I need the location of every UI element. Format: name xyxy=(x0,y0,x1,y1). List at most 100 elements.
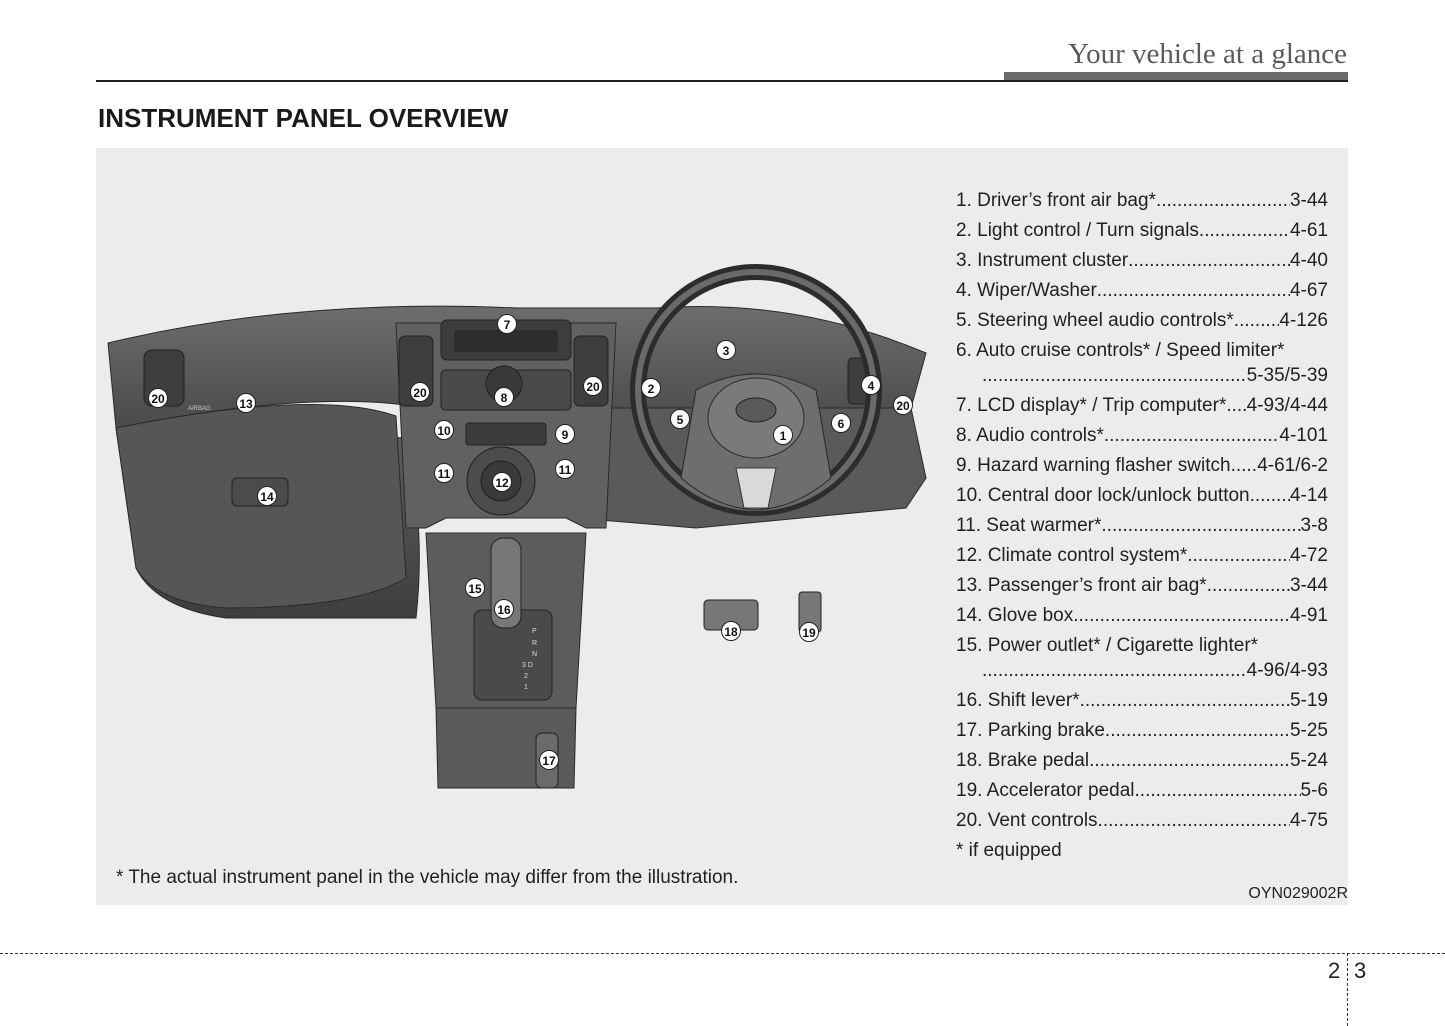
gear-label-d: 3 D xyxy=(522,662,533,669)
legend-item-page: 5-19 xyxy=(1289,689,1328,711)
callout-2: 2 xyxy=(641,378,661,398)
legend-item-page: 3-8 xyxy=(1300,515,1328,537)
leader-dots xyxy=(1226,391,1246,421)
legend-item-label: 16. Shift lever* xyxy=(956,689,1080,711)
gear-label-r: R xyxy=(532,640,537,647)
callout-15: 15 xyxy=(465,578,485,598)
legend-item-page: 3-44 xyxy=(1289,190,1328,211)
callout-11-left: 11 xyxy=(434,463,454,483)
legend-item-label: 9. Hazard warning flasher switch xyxy=(956,454,1231,476)
gear-label-p: P xyxy=(532,628,537,635)
legend-item: 14. Glove box4-91 xyxy=(956,601,1328,631)
legend-item: 19. Accelerator pedal 5-6 xyxy=(956,776,1328,806)
footer-dashed-rule xyxy=(0,953,1445,954)
legend-item: 11. Seat warmer* 3-8 xyxy=(956,511,1328,541)
airbag-label: AIRBAG xyxy=(188,406,211,412)
legend-item-label: 10. Central door lock/unlock button xyxy=(956,484,1250,506)
legend-item: 1. Driver’s front air bag* 3-44 xyxy=(956,186,1328,216)
leader-dots xyxy=(1105,716,1290,746)
legend-item-page: 4-93/4-44 xyxy=(1246,394,1328,416)
leader-dots xyxy=(1135,776,1301,806)
leader-dots xyxy=(1101,511,1300,541)
callout-20-far-left: 20 xyxy=(148,388,168,408)
legend-item-page: 4-72 xyxy=(1289,545,1328,567)
legend-item-label: 4. Wiper/Washer xyxy=(956,280,1097,302)
legend-item: 18. Brake pedal 5-24 xyxy=(956,746,1328,776)
legend-item: 16. Shift lever* 5-19 xyxy=(956,686,1328,716)
leader-dots xyxy=(1128,246,1290,276)
legend-note: * if equipped xyxy=(956,840,1062,862)
header-rule xyxy=(96,80,1348,82)
legend-item-continuation: 5-35/5-39 xyxy=(956,361,1328,391)
leader-dots xyxy=(1089,746,1290,776)
legend-item-label: 20. Vent controls xyxy=(956,809,1098,831)
legend-item-label: 11. Seat warmer* xyxy=(956,515,1102,537)
leader-dots xyxy=(1231,451,1258,481)
callout-17: 17 xyxy=(539,750,559,770)
legend-item-page: 5-24 xyxy=(1289,749,1328,771)
legend-item-page: 4-14 xyxy=(1289,484,1328,506)
legend-item-label: 1. Driver’s front air bag* xyxy=(956,190,1156,211)
legend-item: 17. Parking brake5-25 xyxy=(956,716,1328,746)
callout-19: 19 xyxy=(799,622,819,642)
figure-panel: P R N 3 D 2 1 AIRBAG 1 2 3 4 5 6 7 8 9 1… xyxy=(96,148,1348,905)
legend-item: 5. Steering wheel audio controls* 4-126 xyxy=(956,306,1328,336)
gear-label-1: 1 xyxy=(524,684,528,691)
legend-item-page: 4-126 xyxy=(1279,310,1328,332)
leader-dots xyxy=(1199,216,1290,246)
legend-item-page: 4-67 xyxy=(1289,280,1328,302)
legend-item: 12. Climate control system* 4-72 xyxy=(956,541,1328,571)
legend-item-label: 6. Auto cruise controls* / Speed limiter… xyxy=(956,340,1285,362)
legend-item: 9. Hazard warning flasher switch4-61/6-2 xyxy=(956,451,1328,481)
legend-item: 8. Audio controls* 4-101 xyxy=(956,421,1328,451)
figure-code: OYN029002R xyxy=(1248,885,1348,902)
callout-13: 13 xyxy=(236,393,256,413)
callout-20-far-right: 20 xyxy=(893,395,913,415)
leader-dots xyxy=(1080,686,1290,716)
page-chapter-number: 2 xyxy=(1328,958,1341,983)
leader-dots xyxy=(1187,541,1290,571)
legend-item-label: 12. Climate control system* xyxy=(956,545,1188,567)
page-number: 3 xyxy=(1354,958,1367,983)
legend-item: 7. LCD display* / Trip computer*4-93/4-4… xyxy=(956,391,1328,421)
legend-item-page: 4-75 xyxy=(1289,809,1328,831)
running-header: Your vehicle at a glance xyxy=(1068,38,1347,70)
gear-label-n: N xyxy=(532,651,537,658)
legend-item-page: 4-101 xyxy=(1279,424,1328,446)
leader-dots xyxy=(1250,481,1290,511)
legend-item-label: 17. Parking brake xyxy=(956,719,1105,741)
leader-dots xyxy=(1098,806,1290,836)
legend-item: 3. Instrument cluster4-40 xyxy=(956,246,1328,276)
legend-item-label: 2. Light control / Turn signals xyxy=(956,220,1199,242)
callout-10: 10 xyxy=(434,420,454,440)
legend-item: 13. Passenger’s front air bag* 3-44 xyxy=(956,571,1328,601)
callout-6: 6 xyxy=(831,413,851,433)
legend-item: 4. Wiper/Washer 4-67 xyxy=(956,276,1328,306)
legend-item-label: 18. Brake pedal xyxy=(956,749,1090,771)
legend-item-label: 15. Power outlet* / Cigarette lighter* xyxy=(956,635,1259,657)
header-accent-bar xyxy=(1004,72,1348,82)
legend-item-page: 4-96/4-93 xyxy=(1246,659,1328,681)
leader-dots xyxy=(1073,601,1290,631)
legend-item-label: 8. Audio controls* xyxy=(956,424,1104,446)
callout-11-right: 11 xyxy=(555,459,575,479)
legend-item-page: 4-91 xyxy=(1289,605,1328,627)
legend-item-page: 5-35/5-39 xyxy=(1246,364,1328,386)
legend-item-label: 5. Steering wheel audio controls* xyxy=(956,310,1234,332)
legend-item-page: 5-6 xyxy=(1300,779,1328,801)
callout-7: 7 xyxy=(497,314,517,334)
legend-item: 20. Vent controls 4-75 xyxy=(956,806,1328,836)
legend-item-page: 3-44 xyxy=(1289,575,1328,597)
legend-item-page: 4-61 xyxy=(1289,220,1328,242)
callout-5: 5 xyxy=(670,409,690,429)
callout-20-center-right: 20 xyxy=(583,376,603,396)
leader-dots xyxy=(982,656,1247,686)
legend-item: 15. Power outlet* / Cigarette lighter* xyxy=(956,631,1328,661)
callout-14: 14 xyxy=(257,486,277,506)
callout-8: 8 xyxy=(494,387,514,407)
legend-item-label: 19. Accelerator pedal xyxy=(956,779,1135,801)
callout-1: 1 xyxy=(773,425,793,445)
illustration-callouts: 1 2 3 4 5 6 7 8 9 10 11 11 12 13 14 15 1… xyxy=(96,148,1348,905)
legend-item-label: 13. Passenger’s front air bag* xyxy=(956,575,1207,597)
callout-9: 9 xyxy=(555,424,575,444)
